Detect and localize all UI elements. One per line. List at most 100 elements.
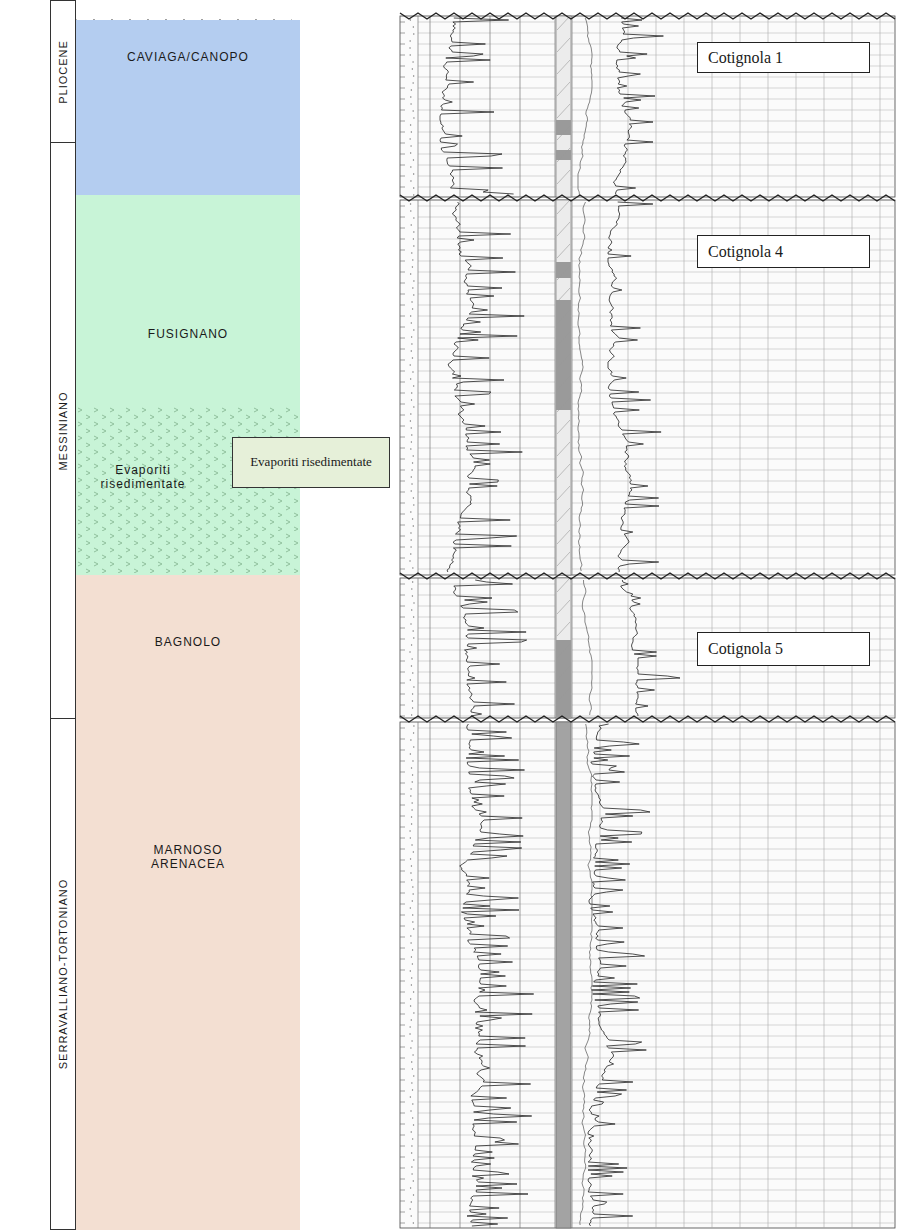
log-frame [400,16,895,197]
lithology-dot [413,194,414,195]
grid-line [418,569,555,570]
lithology-dot [413,159,414,160]
track-line [628,578,629,718]
grid-line [418,1058,555,1059]
grid-line [572,926,895,927]
core-hatch [557,464,570,478]
unconformity-line [400,195,895,201]
depth-tick [400,1003,405,1004]
track-line [430,16,431,197]
lithology-dot [410,872,411,873]
grid-line [572,1113,895,1114]
grid-line [418,536,555,537]
depth-tick [400,970,405,971]
lithology-dot [412,693,413,694]
grid-line [572,176,895,177]
grid-line [418,728,555,729]
depth-tick [400,705,405,706]
hatch-fill [76,405,300,575]
lithology-dot [412,266,413,267]
track-line [684,16,685,197]
grid-line [418,250,555,251]
track-line [555,16,556,197]
track-line [418,16,419,197]
log-segment [400,16,895,197]
track-line [490,16,491,197]
lithology-dot [410,273,411,274]
grid-line [418,481,555,482]
track-line [600,16,601,197]
lithology-dot [410,1047,411,1048]
lithology-dot [409,651,410,652]
lithology-dot [412,581,413,582]
lithology-dot [411,322,412,323]
formation-label: Evaporiti risedimentate [250,455,372,470]
well-label: Cotignola 4 [697,235,870,268]
lithology-dot [413,245,414,246]
grid-line [572,132,895,133]
depth-tick [400,327,405,328]
resistivity-curve [578,18,592,195]
lithology-dot [411,844,412,845]
grid-line [572,154,895,155]
resistivity-curve [588,724,650,1226]
grid-line [572,99,895,100]
depth-tick [400,650,405,651]
lithology-dot [411,89,412,90]
lithology-dot [410,152,411,153]
depth-tick [400,110,405,111]
lithology-dot [412,886,413,887]
lithology-dot [410,1187,411,1188]
core-hatch [557,82,570,96]
depth-tick [400,871,405,872]
depth-tick [400,617,405,618]
depth-tick [400,22,405,23]
lithology-dot [411,644,412,645]
well-logs [400,13,895,1228]
depth-tick [400,1168,405,1169]
depth-tick [400,1124,405,1125]
depth-tick [400,525,405,526]
grid-line [572,481,895,482]
lithology-dot [413,991,414,992]
grid-line [572,1201,895,1202]
lithology-dot [410,378,411,379]
lithology-dot [413,525,414,526]
lithology-dot [410,54,411,55]
resistivity-curve [608,202,661,572]
track-line [520,200,521,575]
well-label: Cotignola 1 [697,42,870,73]
grid-line [418,1025,555,1026]
callout-box: Evaporiti risedimentate [232,437,390,488]
track-line [656,578,657,718]
grid-line [418,283,555,284]
grid-line [572,143,895,144]
grid-line [572,165,895,166]
grid-line [572,1223,895,1224]
grid-line [572,1025,895,1026]
depth-tick [400,816,405,817]
track-line [555,200,556,575]
grid-line [418,360,555,361]
grid-line [418,716,555,717]
grid-line [418,33,555,34]
lithology-dot [410,753,411,754]
grid-line [572,536,895,537]
grid-line [572,805,895,806]
depth-tick [400,959,405,960]
lithology-dot [413,1222,414,1223]
evaporite-band: Evaporiti risedimentate [76,405,300,575]
track-line [628,722,629,1228]
grid-line [572,492,895,493]
grid-line [418,165,555,166]
depth-tick [400,882,405,883]
grid-line [572,22,895,23]
lithology-dot [409,40,410,41]
track-line [430,200,431,575]
grid-line [572,470,895,471]
lithology-dot [411,252,412,253]
core-hatch [557,266,570,280]
core-hatch [557,420,570,434]
core-hatch [557,126,570,140]
track-line [852,722,853,1228]
